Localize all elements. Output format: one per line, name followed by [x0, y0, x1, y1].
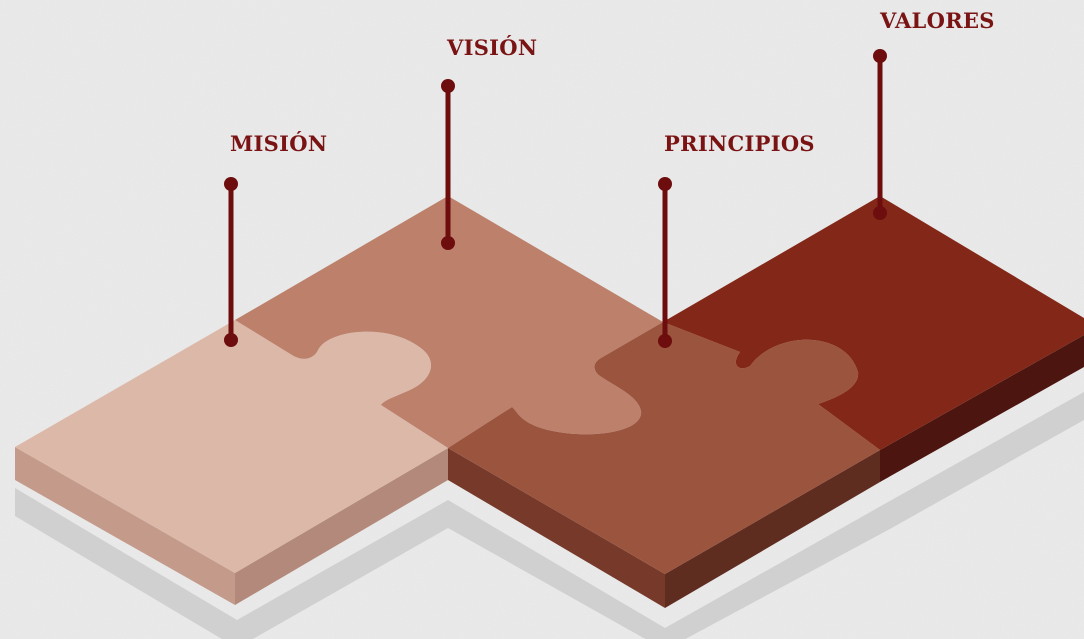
pin-vision — [441, 79, 455, 250]
pin-mision-top-dot — [224, 177, 238, 191]
pin-valores-top-dot — [873, 49, 887, 63]
principios-left-face — [448, 448, 665, 608]
label-vision: VISIÓN — [447, 35, 538, 60]
pin-valores — [873, 49, 887, 220]
mision-left-face — [15, 447, 235, 605]
puzzle-piece-mision — [15, 320, 448, 605]
mision-top-face — [15, 320, 448, 573]
pin-vision-top-dot — [441, 79, 455, 93]
valores-top-face — [663, 196, 1084, 450]
principios-top-face — [448, 322, 880, 574]
mision-front-face — [235, 448, 448, 605]
puzzle-shadow — [15, 392, 1084, 639]
pin-principios-bottom-dot — [658, 334, 672, 348]
label-principios: PRINCIPIOS — [664, 131, 815, 156]
pin-valores-bottom-dot — [873, 206, 887, 220]
pin-vision-bottom-dot — [441, 236, 455, 250]
pin-principios-top-dot — [658, 177, 672, 191]
valores-front-face — [880, 335, 1084, 482]
label-mision: MISIÓN — [230, 131, 328, 156]
pin-mision — [224, 177, 238, 347]
label-valores: VALORES — [880, 8, 995, 33]
vision-top-face — [235, 196, 663, 448]
pin-mision-bottom-dot — [224, 333, 238, 347]
puzzle-piece-vision — [235, 196, 663, 448]
pin-principios — [658, 177, 672, 348]
puzzle-piece-principios — [448, 322, 880, 608]
puzzle-piece-valores — [663, 196, 1084, 482]
principios-front-face — [665, 450, 880, 608]
